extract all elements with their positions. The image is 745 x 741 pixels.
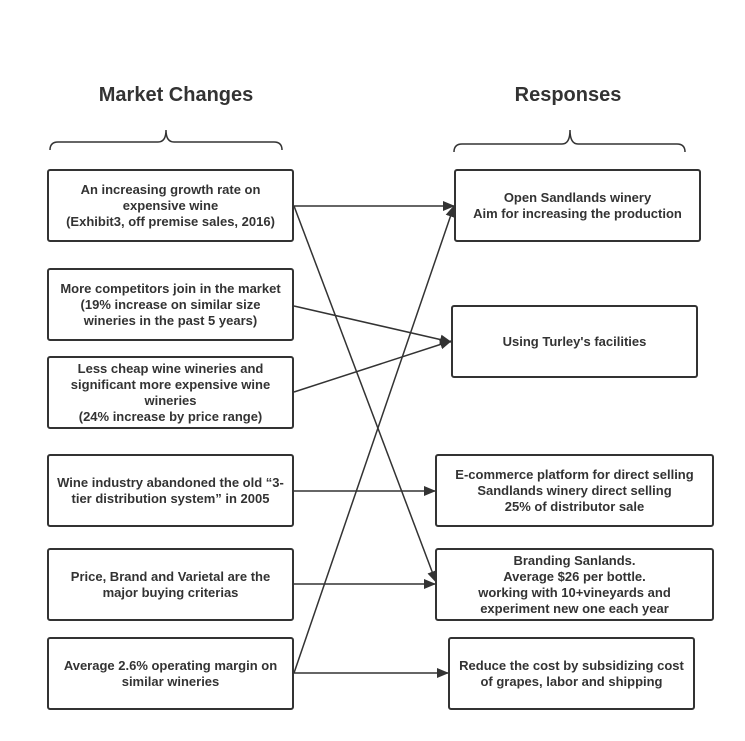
market-change-box: Price, Brand and Varietal are the major … xyxy=(47,548,294,621)
left-brace xyxy=(49,129,283,151)
connector-arrow xyxy=(293,305,452,345)
response-box: Reduce the cost by subsidizing cost of g… xyxy=(448,637,695,710)
response-text: Branding Sanlands. Average $26 per bottl… xyxy=(478,552,671,616)
market-change-box: More competitors join in the market (19%… xyxy=(47,268,294,341)
response-text: Open Sandlands winery Aim for increasing… xyxy=(473,189,682,221)
market-change-box: Wine industry abandoned the old “3-tier … xyxy=(47,454,294,527)
market-change-text: Average 2.6% operating margin on similar… xyxy=(63,657,278,689)
response-box: Using Turley's facilities xyxy=(451,305,698,378)
response-text: Reduce the cost by subsidizing cost of g… xyxy=(459,657,684,689)
response-box: Branding Sanlands. Average $26 per bottl… xyxy=(435,548,714,621)
market-change-text: Wine industry abandoned the old “3-tier … xyxy=(57,474,284,506)
market-change-text: Less cheap wine wineries and significant… xyxy=(70,360,271,424)
response-text: E-commerce platform for direct selling S… xyxy=(455,466,694,514)
response-text: Using Turley's facilities xyxy=(502,333,647,349)
connector-arrow xyxy=(293,205,437,583)
market-change-text: More competitors join in the market (19%… xyxy=(60,280,281,328)
market-change-box: Average 2.6% operating margin on similar… xyxy=(47,637,294,710)
response-box: E-commerce platform for direct selling S… xyxy=(435,454,714,527)
market-change-box: Less cheap wine wineries and significant… xyxy=(47,356,294,429)
market-change-text: Price, Brand and Varietal are the major … xyxy=(70,568,271,600)
connector-arrow xyxy=(293,205,456,674)
response-box: Open Sandlands winery Aim for increasing… xyxy=(454,169,701,242)
connector-arrow xyxy=(293,339,452,393)
market-change-box: An increasing growth rate on expensive w… xyxy=(47,169,294,242)
responses-header: Responses xyxy=(514,84,622,106)
market-change-text: An increasing growth rate on expensive w… xyxy=(66,181,275,229)
right-brace xyxy=(453,129,686,153)
market-changes-header: Market Changes xyxy=(98,84,254,106)
